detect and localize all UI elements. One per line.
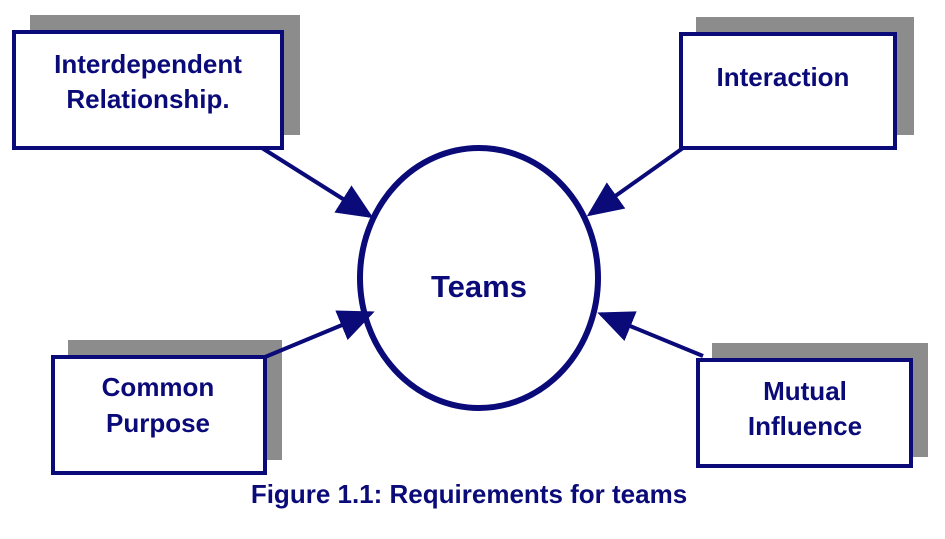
node-label-line1: Common <box>102 372 215 402</box>
figure-caption: Figure 1.1: Requirements for teams <box>251 479 687 509</box>
center-label: Teams <box>431 269 527 304</box>
node-box <box>696 358 913 468</box>
node-box <box>679 32 897 150</box>
arrow-interaction-to-teams <box>586 146 685 217</box>
node-label-line2: Purpose <box>106 408 210 438</box>
node-label-line1: Interdependent <box>54 49 242 79</box>
arrow-mutual-influence-to-teams <box>597 311 704 358</box>
arrow-common-purpose-to-teams <box>264 310 375 359</box>
node-label-line1: Interaction <box>717 62 850 92</box>
node-common-purpose: Common Purpose <box>51 340 282 475</box>
node-box <box>51 355 267 475</box>
node-interdependent-relationship: Interdependent Relationship. <box>12 15 300 150</box>
arrow-interdependent-to-teams <box>260 146 374 219</box>
center-node-teams: Teams <box>357 145 601 411</box>
node-label-line2: Relationship. <box>66 84 229 114</box>
center-ellipse <box>357 145 601 411</box>
node-label-line2: Influence <box>748 411 862 441</box>
node-mutual-influence: Mutual Influence <box>696 343 928 468</box>
node-interaction: Interaction <box>679 17 914 150</box>
node-box <box>12 30 284 150</box>
node-label-line1: Mutual <box>763 376 847 406</box>
